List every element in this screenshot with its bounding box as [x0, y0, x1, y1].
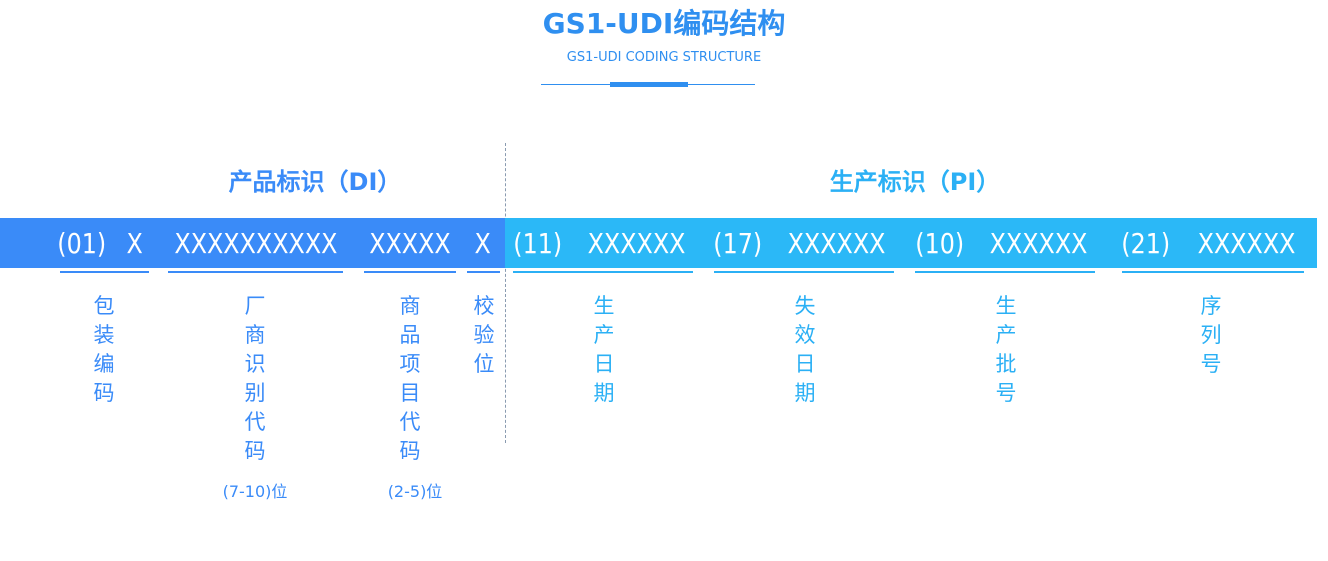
- label-production-date: 生产日期: [593, 294, 615, 405]
- ai-17: (17): [713, 227, 763, 260]
- check-digit: X: [474, 227, 492, 260]
- di-heading: 产品标识（DI）: [228, 168, 402, 196]
- ai-10: (10): [915, 227, 965, 260]
- di-pi-divider: [505, 143, 506, 443]
- underline: [467, 271, 500, 273]
- label-check-digit: 校验位: [473, 294, 495, 376]
- serial-number-value: XXXXXX: [1198, 227, 1296, 260]
- expiry-date-value: XXXXXX: [788, 227, 886, 260]
- note-item-reference-length: (2-5)位: [387, 482, 443, 501]
- underline: [513, 271, 693, 273]
- company-prefix: XXXXXXXXXX: [174, 227, 338, 260]
- ai-11: (11): [513, 227, 563, 260]
- ai-01: (01): [57, 227, 107, 260]
- label-company-prefix: 厂商识别代码: [244, 294, 266, 463]
- label-serial-number: 序列号: [1200, 294, 1222, 376]
- production-date-value: XXXXXX: [588, 227, 686, 260]
- underline: [1122, 271, 1304, 273]
- label-expiry-date: 失效日期: [794, 294, 816, 405]
- ai-21: (21): [1121, 227, 1171, 260]
- item-reference: XXXXX: [369, 227, 451, 260]
- pi-heading: 生产标识（PI）: [829, 168, 1001, 196]
- underline: [168, 271, 343, 273]
- title-rule-accent: [610, 82, 688, 87]
- batch-number-value: XXXXXX: [990, 227, 1088, 260]
- note-company-prefix-length: (7-10)位: [222, 482, 288, 501]
- underline: [714, 271, 894, 273]
- label-packaging-code: 包装编码: [93, 294, 115, 405]
- pi-bar: [505, 218, 1317, 268]
- underline: [364, 271, 456, 273]
- di-bar: [0, 218, 505, 268]
- packaging-code: X: [126, 227, 144, 260]
- label-batch-number: 生产批号: [995, 294, 1017, 405]
- underline: [915, 271, 1095, 273]
- underline: [60, 271, 149, 273]
- diagram-subtitle: GS1-UDI CODING STRUCTURE: [566, 50, 762, 65]
- label-item-reference: 商品项目代码: [399, 294, 421, 463]
- diagram-title: GS1-UDI编码结构: [542, 7, 786, 40]
